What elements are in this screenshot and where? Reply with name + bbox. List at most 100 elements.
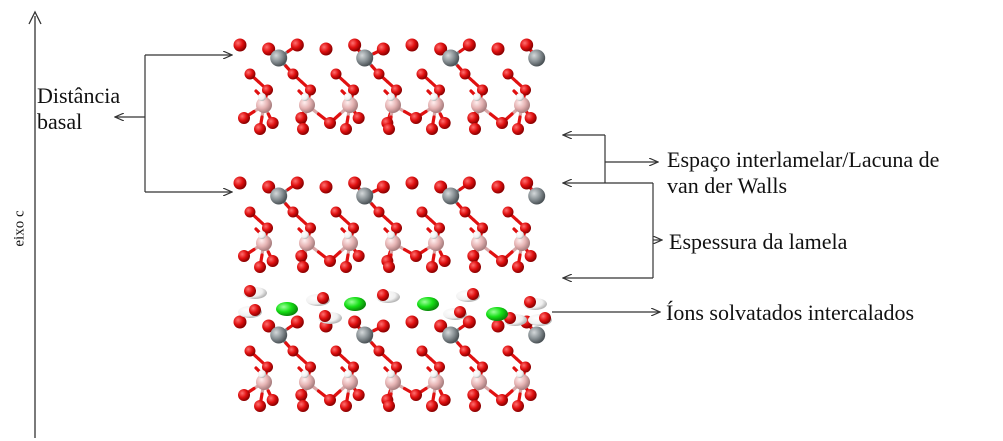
oxygen-atom <box>254 261 266 273</box>
hydrogen-atom <box>258 370 266 378</box>
metal-atom-pink <box>385 374 401 390</box>
bond <box>254 227 261 234</box>
oxygen-atom <box>340 400 352 412</box>
metal-atom-pink <box>256 374 272 390</box>
oxygen-atom <box>262 319 276 333</box>
oxygen-atom <box>287 345 299 357</box>
metal-atom-pink <box>428 235 444 251</box>
oxygen-atom <box>373 345 385 357</box>
metal-atom-gray <box>442 187 460 205</box>
basal-distance-bracket <box>115 55 232 192</box>
oxygen-atom <box>496 394 508 406</box>
oxygen-atom <box>496 255 508 267</box>
hydrogen-atom <box>387 93 395 101</box>
oxygen-atom <box>477 84 488 96</box>
oxygen-atom <box>348 222 359 234</box>
oxygen-atom <box>469 400 481 412</box>
interlayer-gap-bracket <box>563 135 658 183</box>
oxygen-atom <box>469 123 481 135</box>
oxygen-atom <box>391 222 402 234</box>
oxygen-atom <box>391 361 402 373</box>
metal-atom-gray <box>270 49 288 67</box>
oxygen-atom <box>348 361 359 373</box>
top-lamella <box>233 38 546 135</box>
bond <box>426 366 433 373</box>
hydrogen-atom <box>516 370 524 378</box>
metal-atom-pink <box>299 374 315 390</box>
oxygen-atom <box>416 345 428 357</box>
oxygen-atom <box>330 345 342 357</box>
metal-atom-pink <box>342 97 358 113</box>
water-oxygen <box>319 310 331 322</box>
oxygen-atom <box>462 176 476 190</box>
oxygen-atom <box>477 222 488 234</box>
oxygen-atom <box>383 400 395 412</box>
interlayer-gap-label-line1: Espaço interlamelar/Lacuna de <box>667 147 940 172</box>
oxygen-atom <box>254 123 266 135</box>
oxygen-atom <box>373 206 385 218</box>
hydrogen-atom <box>473 93 481 101</box>
oxygen-atom <box>459 68 471 80</box>
metal-atom-pink <box>256 97 272 113</box>
water-oxygen <box>467 288 479 300</box>
metal-atom-pink <box>471 97 487 113</box>
oxygen-atom <box>262 361 273 373</box>
oxygen-atom <box>416 68 428 80</box>
oxygen-atom <box>520 176 534 190</box>
bond <box>512 227 519 234</box>
oxygen-atom <box>524 112 537 124</box>
hydrogen-atom <box>387 231 395 239</box>
bond <box>297 366 304 373</box>
bond <box>340 227 347 234</box>
oxygen-atom <box>262 42 276 56</box>
oxygen-atom <box>383 261 395 273</box>
bond <box>340 366 347 373</box>
oxygen-atom <box>496 117 508 129</box>
metal-atom-pink <box>514 97 530 113</box>
oxygen-atom <box>376 319 390 333</box>
oxygen-atom <box>297 400 309 412</box>
oxygen-atom <box>348 84 359 96</box>
oxygen-atom <box>254 400 266 412</box>
oxygen-atom <box>305 361 316 373</box>
oxygen-atom <box>290 176 304 190</box>
bond <box>512 366 519 373</box>
oxygen-atom <box>459 345 471 357</box>
hydrogen-atom <box>344 231 352 239</box>
oxygen-atom <box>244 206 256 218</box>
metal-atom-gray <box>442 49 460 67</box>
metal-atom-gray <box>528 326 546 344</box>
oxygen-atom <box>352 112 365 124</box>
bond <box>254 89 261 96</box>
metal-atom-gray <box>356 49 374 67</box>
ion <box>486 307 508 321</box>
water-oxygen <box>244 285 256 297</box>
oxygen-atom <box>524 250 537 262</box>
water-oxygen <box>539 312 551 324</box>
bond <box>469 89 476 96</box>
oxygen-atom <box>233 38 247 52</box>
oxygen-atom <box>512 123 524 135</box>
metal-atom-gray <box>356 326 374 344</box>
bond <box>426 89 433 96</box>
metal-atom-pink <box>514 235 530 251</box>
oxygen-atom <box>462 315 476 329</box>
hydrogen-atom <box>473 370 481 378</box>
oxygen-atom <box>233 315 247 329</box>
middle-lamella <box>233 176 546 273</box>
oxygen-atom <box>330 68 342 80</box>
oxygen-atom <box>502 345 514 357</box>
oxygen-atom <box>434 361 445 373</box>
metal-atom-pink <box>385 235 401 251</box>
oxygen-atom <box>434 42 448 56</box>
ion <box>344 297 366 311</box>
oxygen-atom <box>459 206 471 218</box>
solvated-ions-label: Íons solvatados intercalados <box>666 300 915 325</box>
metal-atom-gray <box>270 326 288 344</box>
oxygen-atom <box>244 68 256 80</box>
bond <box>383 89 390 96</box>
oxygen-atom <box>469 261 481 273</box>
oxygen-atom <box>426 400 438 412</box>
oxygen-atom <box>410 112 422 124</box>
oxygen-atom <box>520 361 531 373</box>
